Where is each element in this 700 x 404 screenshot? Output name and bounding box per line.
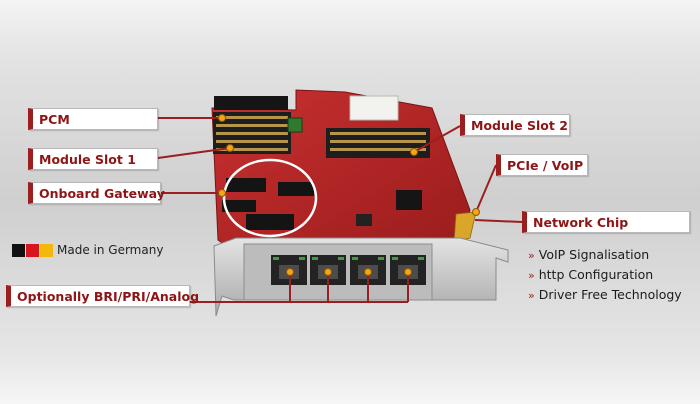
label-module-slot-2: Module Slot 2 <box>460 114 570 136</box>
bullet-icon: » <box>528 289 535 302</box>
pcm-header <box>214 96 288 110</box>
feature-text: VoIP Signalisation <box>538 247 650 262</box>
label-onboard-gateway: Onboard Gateway <box>28 182 165 204</box>
bullet-icon: » <box>528 269 535 282</box>
feature-item: »VoIP Signalisation <box>528 245 698 265</box>
label-pcie-voip: PCIe / VoIP <box>496 154 588 176</box>
small-chip <box>356 214 372 226</box>
label-network-chip: Network Chip <box>522 211 690 233</box>
flag-black-icon <box>12 243 25 257</box>
network-chip <box>396 190 422 210</box>
callout-dots <box>218 114 480 276</box>
power-connector <box>349 95 399 121</box>
bullet-icon: » <box>528 249 535 262</box>
gateway-highlight-circle <box>222 158 318 238</box>
made-in-germany-text: Made in Germany <box>57 243 164 257</box>
label-module-slot-1: Module Slot 1 <box>28 148 158 170</box>
module-slot-1-pins <box>213 112 291 154</box>
feature-item: »http Configuration <box>528 265 698 285</box>
network-feature-list: »VoIP Signalisation »http Configuration … <box>528 245 698 305</box>
feature-item: »Driver Free Technology <box>528 285 698 305</box>
feature-text: http Configuration <box>538 267 654 282</box>
green-component <box>287 117 303 133</box>
label-pcm: PCM <box>28 108 158 130</box>
flag-gold-icon <box>40 243 53 257</box>
made-in-germany: Made in Germany <box>12 242 163 258</box>
gateway-chips <box>222 178 314 230</box>
pcie-edge-connector <box>453 211 477 243</box>
flag-red-icon <box>26 243 39 257</box>
feature-text: Driver Free Technology <box>538 287 682 302</box>
label-optionally-bri-pri-analog: Optionally BRI/PRI/Analog <box>6 285 199 307</box>
